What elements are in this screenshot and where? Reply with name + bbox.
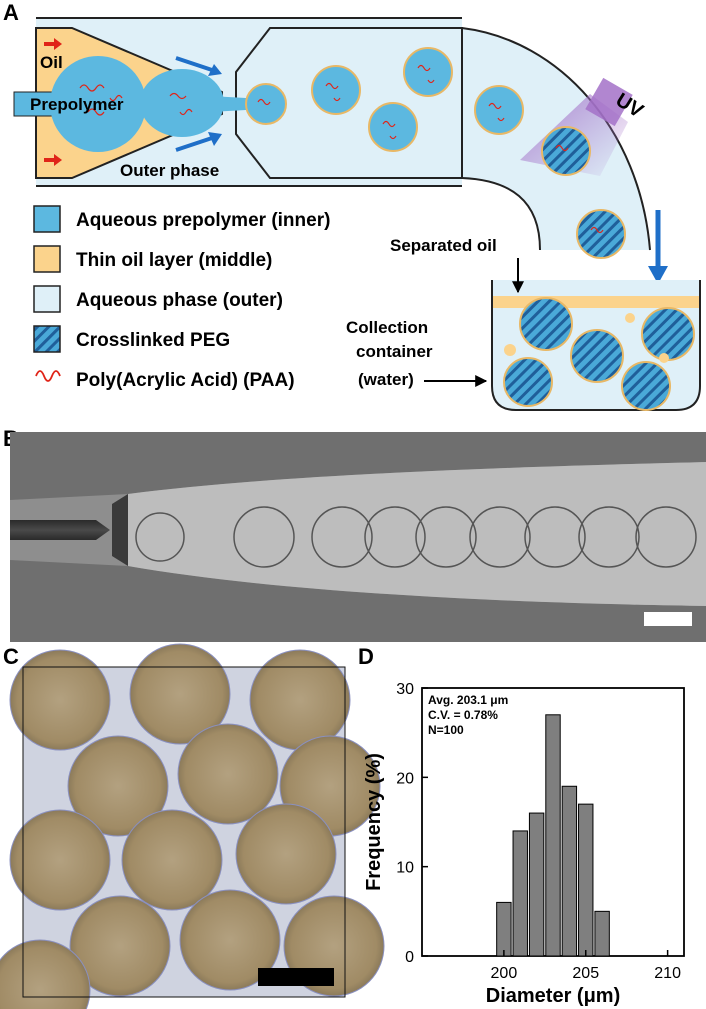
collection-label-3: (water) xyxy=(358,370,414,389)
x-tick-label: 210 xyxy=(654,965,681,982)
histogram-bar xyxy=(545,714,561,957)
legend-swatch-oil xyxy=(33,245,61,273)
histogram-bar xyxy=(496,901,512,957)
microfluidic-device xyxy=(13,17,668,284)
scale-bar-b xyxy=(644,612,692,626)
chart-annotation: C.V. = 0.78% xyxy=(428,708,498,722)
y-axis-label: Frequency (%) xyxy=(363,753,385,891)
legend-label-inner: Aqueous prepolymer (inner) xyxy=(76,210,330,231)
panel-b: B xyxy=(3,426,706,642)
y-tick-label: 30 xyxy=(396,681,414,698)
droplet-train xyxy=(135,506,697,568)
flow-arrows xyxy=(44,38,668,284)
histogram-bar xyxy=(561,785,578,957)
scale-bar-c xyxy=(258,968,334,986)
y-tick-label: 20 xyxy=(396,770,414,787)
collection-label-1: Collection xyxy=(346,318,428,337)
panel-c: C xyxy=(0,643,385,1009)
legend-swatch-crosslinked xyxy=(33,325,61,353)
red-squiggle-icon xyxy=(35,370,61,382)
histogram-bar xyxy=(528,812,545,957)
legend-label-outer: Aqueous phase (outer) xyxy=(76,290,283,311)
legend-label-paa: Poly(Acrylic Acid) (PAA) xyxy=(76,370,295,391)
panel-a: A xyxy=(3,0,701,411)
panel-c-letter: C xyxy=(3,644,19,669)
prepolymer-label: Prepolymer xyxy=(30,95,124,114)
collection-label-2: container xyxy=(356,342,433,361)
legend: Aqueous prepolymer (inner) Thin oil laye… xyxy=(33,205,330,391)
legend-swatch-inner xyxy=(33,205,61,233)
histogram-bar xyxy=(512,830,528,957)
chart-annotation: Avg. 203.1 μm xyxy=(428,693,508,707)
separated-oil-label: Separated oil xyxy=(390,236,497,255)
x-tick-label: 200 xyxy=(491,965,518,982)
y-tick-label: 0 xyxy=(405,949,414,966)
collection-container xyxy=(424,258,701,411)
x-tick-label: 205 xyxy=(572,965,599,982)
legend-swatch-outer xyxy=(33,285,61,313)
bead-array xyxy=(0,643,385,1009)
panel-d-letter: D xyxy=(358,644,374,669)
legend-label-crosslinked: Crosslinked PEG xyxy=(76,330,230,351)
histogram-chart: 200 205 210 0 10 20 30 Avg. 203.1 μmC.V. = 0.… xyxy=(363,681,685,1007)
y-tick-label: 10 xyxy=(396,860,414,877)
oil-label: Oil xyxy=(40,53,63,72)
histogram-bar xyxy=(594,910,610,957)
x-axis-label: Diameter (μm) xyxy=(486,985,621,1007)
paa-chains xyxy=(79,64,604,234)
panel-a-letter: A xyxy=(3,0,19,25)
chart-annotation: N=100 xyxy=(428,723,464,737)
legend-label-oil: Thin oil layer (middle) xyxy=(76,250,272,271)
outer-phase-label: Outer phase xyxy=(120,161,219,180)
panel-d: D 200 205 210 0 10 20 30 Avg. 203.1 μmC.V. = … xyxy=(358,644,685,1007)
histogram-bar xyxy=(578,803,594,957)
